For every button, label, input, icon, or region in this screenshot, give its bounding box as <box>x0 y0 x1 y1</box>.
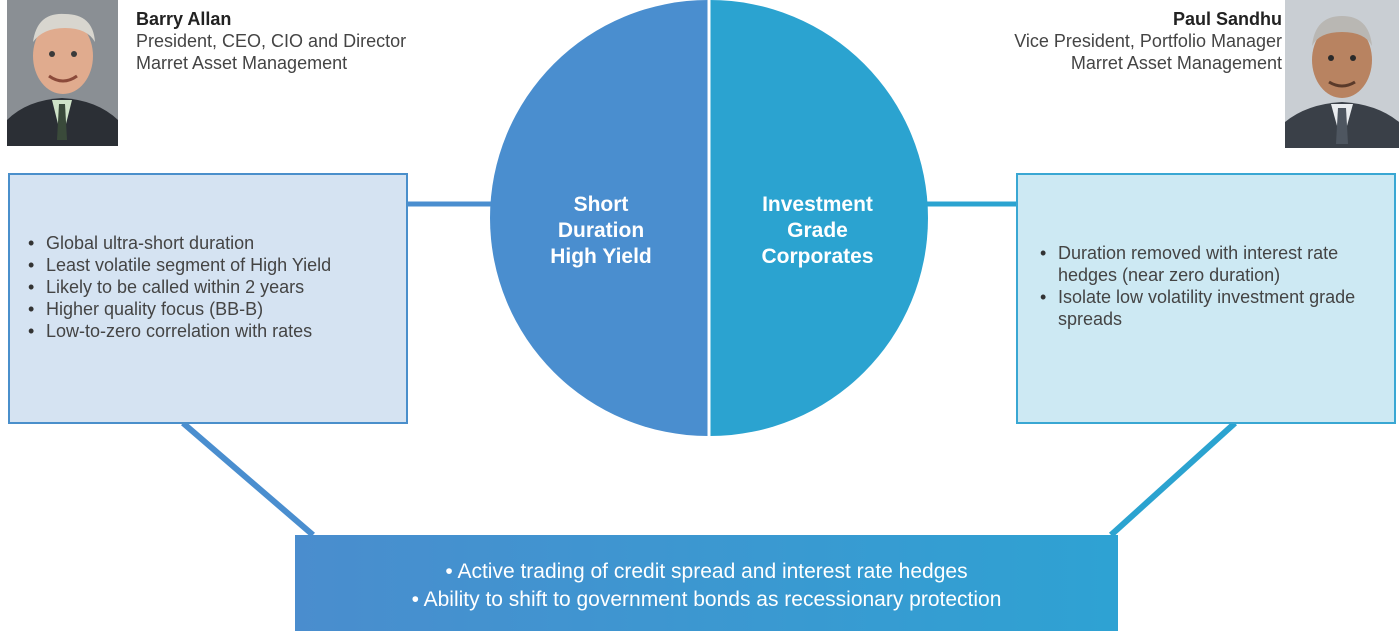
banner-item: Active trading of credit spread and inte… <box>295 558 1118 586</box>
list-item: Global ultra-short duration <box>22 232 402 254</box>
left-person-name: Barry Allan <box>136 9 232 29</box>
barry-allan-photo <box>7 0 118 146</box>
right-person-company: Marret Asset Management <box>1070 53 1282 73</box>
circle-left-label: Short Duration High Yield <box>550 193 652 268</box>
right-person-info: Paul Sandhu Vice President, Portfolio Ma… <box>1014 8 1282 74</box>
strategy-circle-full <box>490 0 928 436</box>
list-item: Duration removed with interest rate hedg… <box>1034 242 1374 286</box>
banner-item: Ability to shift to government bonds as … <box>295 586 1118 614</box>
circle-right-half <box>710 0 928 436</box>
list-item: Least volatile segment of High Yield <box>22 254 402 276</box>
list-item: Isolate low volatility investment grade … <box>1034 286 1374 330</box>
list-item: Likely to be called within 2 years <box>22 276 402 298</box>
circle-left-half <box>490 0 708 436</box>
right-connector-line <box>1108 420 1238 538</box>
circle-right-label: Investment Grade Corporates <box>761 193 874 268</box>
bottom-banner: Active trading of credit spread and inte… <box>295 535 1118 631</box>
left-connector-line <box>181 420 315 538</box>
right-person-name: Paul Sandhu <box>1172 9 1282 29</box>
left-person-info: Barry Allan President, CEO, CIO and Dire… <box>136 8 406 74</box>
left-person-company: Marret Asset Management <box>136 53 348 73</box>
paul-sandhu-photo <box>1285 0 1399 148</box>
left-box-list: Global ultra-short duration Least volati… <box>22 232 402 342</box>
right-box-list: Duration removed with interest rate hedg… <box>1034 242 1374 330</box>
banner-text: Active trading of credit spread and inte… <box>295 558 1118 614</box>
list-item: Low-to-zero correlation with rates <box>22 320 402 342</box>
list-item: Higher quality focus (BB-B) <box>22 298 402 320</box>
left-person-title: President, CEO, CIO and Director <box>136 31 407 51</box>
right-person-title: Vice President, Portfolio Manager <box>1014 31 1282 51</box>
